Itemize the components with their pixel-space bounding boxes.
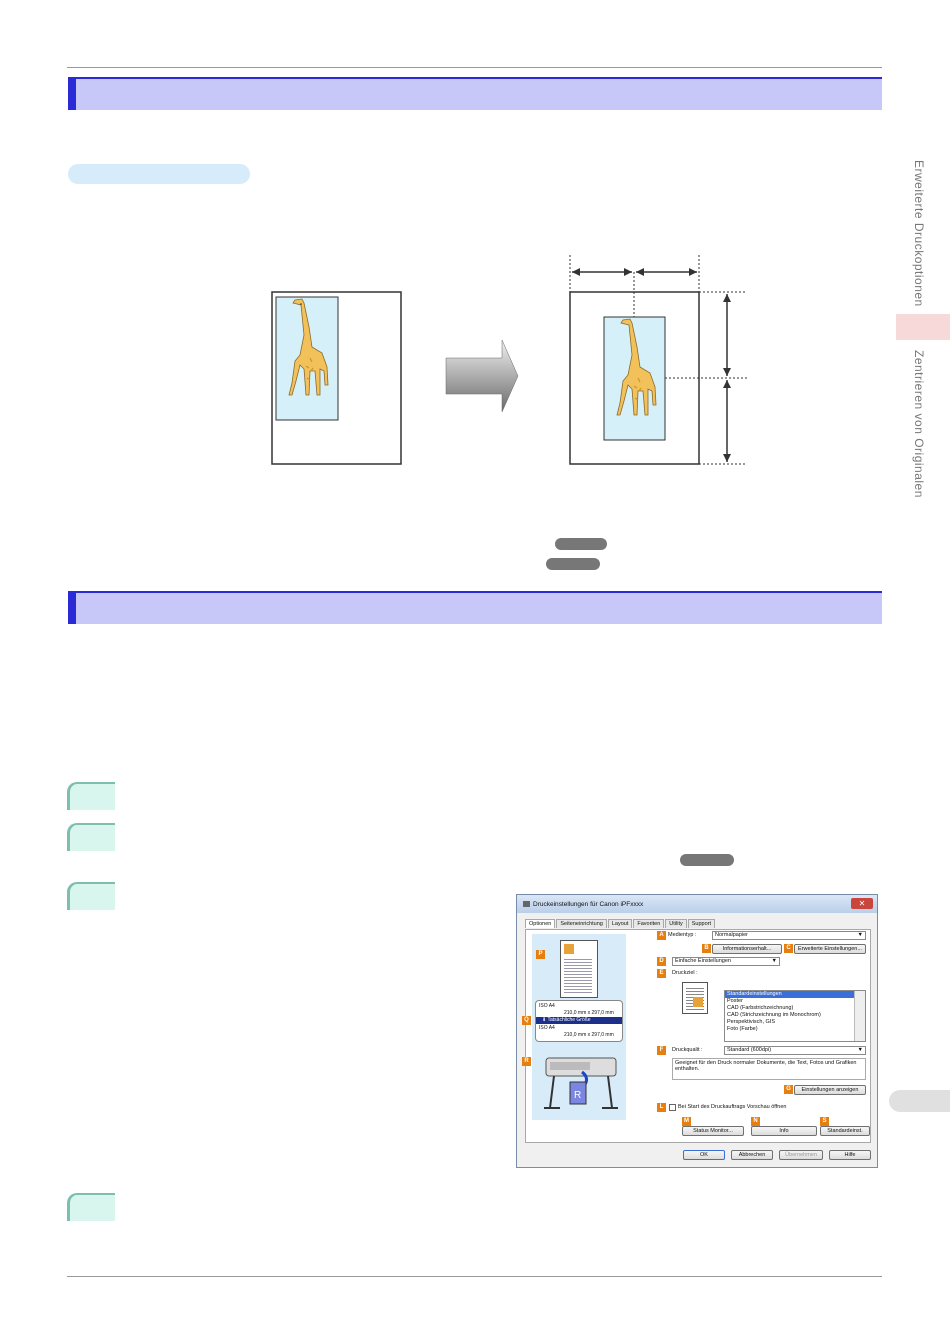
side-tab-marker xyxy=(896,314,950,340)
down-arrow-icon: ⬇ xyxy=(542,1017,548,1023)
callout-r: R xyxy=(522,1057,531,1066)
tab-optionen[interactable]: Optionen xyxy=(525,919,556,928)
preview-checkbox[interactable] xyxy=(669,1104,676,1111)
list-item[interactable]: CAD (Strichzeichnung im Monochrom) xyxy=(727,1012,821,1018)
callout-f: F xyxy=(657,1046,666,1055)
preview-checkbox-label: Bei Start des Druckauftrags Vorschau öff… xyxy=(678,1104,787,1110)
show-settings-button[interactable]: Einstellungen anzeigen xyxy=(794,1085,866,1095)
paper-top-size: 210,0 mm x 297,0 mm xyxy=(564,1010,614,1016)
callout-s: S xyxy=(820,1117,829,1126)
preview-image-icon xyxy=(564,944,574,954)
callout-d: D xyxy=(657,957,666,966)
centering-illustration xyxy=(271,255,747,465)
tab-support[interactable]: Support xyxy=(687,919,716,928)
transform-arrow-icon xyxy=(445,339,519,413)
actual-size-button[interactable]: ⬇ Tatsächliche Größe xyxy=(536,1017,622,1024)
list-item[interactable]: Perspektivisch, GIS xyxy=(727,1019,775,1025)
tab-favoriten[interactable]: Favoriten xyxy=(633,919,665,928)
callout-g: G xyxy=(784,1085,793,1094)
paper-size-box: ISO A4 210,0 mm x 297,0 mm ⬇ Tatsächlich… xyxy=(535,1000,623,1042)
step-marker xyxy=(67,823,115,851)
druckqualitaet-label: Druckqualit : xyxy=(672,1047,703,1053)
druckziel-list[interactable]: Standardeinstellungen Poster CAD (Farbst… xyxy=(724,990,866,1042)
advanced-settings-button[interactable]: Erweiterte Einstellungen... xyxy=(794,944,866,954)
help-button[interactable]: Hilfe xyxy=(829,1150,871,1160)
chevron-down-icon: ▼ xyxy=(857,1047,863,1053)
medientyp-select[interactable]: Normalpapier ▼ xyxy=(712,931,866,940)
side-tab-upper: Erweiterte Druckoptionen xyxy=(912,160,926,307)
druckqualitaet-value: Standard (600dpi) xyxy=(727,1047,772,1053)
list-item[interactable]: Foto (Farbe) xyxy=(727,1026,758,1032)
preview-area: P ISO A4 210,0 mm x 297,0 mm ⬇ Tatsächli… xyxy=(522,934,626,1120)
list-item[interactable]: Standardeinstellungen xyxy=(725,991,865,998)
callout-q: Q xyxy=(522,1016,531,1025)
preview-text-lines xyxy=(564,957,592,993)
druckqualitaet-select[interactable]: Standard (600dpi) ▼ xyxy=(724,1046,866,1055)
chevron-down-icon: ▼ xyxy=(771,958,777,964)
reference-link-badge[interactable] xyxy=(555,538,607,550)
druckziel-label: Druckziel : xyxy=(672,970,698,976)
chevron-down-icon: ▼ xyxy=(857,932,863,938)
document-thumbnail-icon xyxy=(682,982,708,1014)
list-scrollbar[interactable] xyxy=(854,991,865,1041)
subheading-pill xyxy=(68,164,250,184)
info-retrieval-button[interactable]: Informationserhalt... xyxy=(712,944,782,954)
section-heading-bar xyxy=(68,77,882,110)
printer-illustration-icon: R xyxy=(544,1057,618,1109)
step-marker xyxy=(67,782,115,810)
description-text: Geeignet für den Druck normaler Dokument… xyxy=(675,1060,857,1072)
giraffe-centered-icon xyxy=(616,318,657,416)
step-marker xyxy=(67,882,115,910)
mode-select[interactable]: Einfache Einstellungen ▼ xyxy=(672,957,780,966)
callout-a: A xyxy=(657,931,666,940)
callout-l: L xyxy=(657,1103,666,1112)
giraffe-icon xyxy=(288,298,329,396)
mode-value: Einfache Einstellungen xyxy=(675,958,731,964)
header-rule xyxy=(67,67,882,68)
close-button[interactable]: ✕ xyxy=(851,898,873,909)
section-heading-bar xyxy=(68,591,882,624)
ok-button[interactable]: OK xyxy=(683,1150,725,1160)
dialog-title: Druckeinstellungen für Canon iPFxxxx xyxy=(533,900,644,908)
step-marker xyxy=(67,1193,115,1221)
callout-b: B xyxy=(702,944,711,953)
callout-m: M xyxy=(682,1117,691,1126)
apply-button[interactable]: Übernehmen xyxy=(779,1150,823,1160)
svg-text:R: R xyxy=(574,1090,581,1101)
tab-seiteneinrichtung[interactable]: Seiteneinrichtung xyxy=(556,919,607,928)
status-monitor-button[interactable]: Status Monitor... xyxy=(682,1126,744,1136)
paper-bottom-size: 210,0 mm x 297,0 mm xyxy=(564,1032,614,1038)
callout-c: C xyxy=(784,944,793,953)
cancel-button[interactable]: Abbrechen xyxy=(731,1150,773,1160)
medientyp-value: Normalpapier xyxy=(715,932,749,938)
paper-bottom-label: ISO A4 xyxy=(539,1025,555,1031)
printer-icon xyxy=(523,901,530,907)
callout-n: N xyxy=(751,1117,760,1126)
side-tab-lower: Zentrieren von Originalen xyxy=(912,350,926,498)
reference-link-badge[interactable] xyxy=(680,854,734,866)
paper-top-label: ISO A4 xyxy=(539,1003,555,1009)
info-button[interactable]: Info xyxy=(751,1126,817,1136)
description-box: Geeignet für den Druck normaler Dokument… xyxy=(672,1058,866,1080)
dialog-tabs: Optionen Seiteneinrichtung Layout Favori… xyxy=(525,919,716,928)
reference-link-badge[interactable] xyxy=(546,558,600,570)
footer-rule xyxy=(67,1276,882,1277)
side-page-tab xyxy=(889,1090,950,1112)
list-item[interactable]: CAD (Farbstrichzeichnung) xyxy=(727,1005,794,1011)
callout-e: E xyxy=(657,969,666,978)
tab-utility[interactable]: Utility xyxy=(665,919,687,928)
medientyp-label: Medientyp : xyxy=(668,932,697,938)
page-preview xyxy=(560,940,598,998)
actual-size-label: Tatsächliche Größe xyxy=(547,1017,591,1023)
options-panel: P ISO A4 210,0 mm x 297,0 mm ⬇ Tatsächli… xyxy=(522,929,871,1143)
standard-button[interactable]: Standardeinst. xyxy=(820,1126,870,1136)
callout-p: P xyxy=(536,950,545,959)
tab-layout[interactable]: Layout xyxy=(607,919,633,928)
list-item[interactable]: Poster xyxy=(727,998,743,1004)
dialog-titlebar: Druckeinstellungen für Canon iPFxxxx xyxy=(517,895,877,913)
print-settings-dialog: Druckeinstellungen für Canon iPFxxxx ✕ O… xyxy=(516,894,878,1168)
